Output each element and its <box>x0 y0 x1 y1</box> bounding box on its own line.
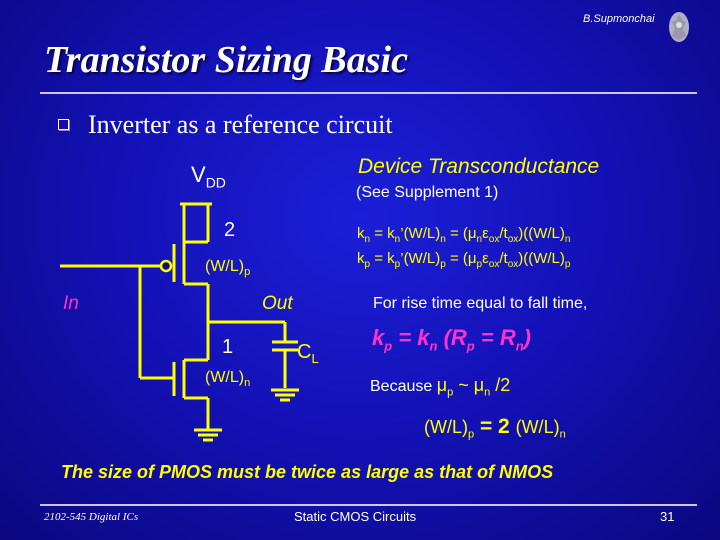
page-number: 31 <box>660 509 675 524</box>
footer-divider <box>40 504 697 506</box>
ground-cap-icon <box>271 388 299 402</box>
kp-equation: kp = kp’(W/L)p = (μpεox/tox)((W/L)p <box>357 250 571 270</box>
kn-equation: kn = kn’(W/L)n = (μnεox/tox)((W/L)n <box>357 225 571 245</box>
pmos-ratio: 2 <box>224 219 236 241</box>
title-divider <box>40 92 697 94</box>
bullet-text: Inverter as a reference circuit <box>88 110 393 139</box>
vdd-label: VDD <box>191 162 226 191</box>
mobility-relation: Because μp ~ μn /2 <box>370 375 511 399</box>
device-subtitle: (See Supplement 1) <box>356 184 499 201</box>
pmos-bubble <box>159 259 173 273</box>
kp-equals-kn: kp = kn (Rp = Rn) <box>372 325 531 354</box>
bullet-square-icon <box>58 119 69 130</box>
nmos-ratio: 1 <box>222 336 234 358</box>
ground-nmos-icon <box>194 428 222 442</box>
nmos-wl-label: (W/L)n <box>205 369 251 390</box>
inverter-schematic <box>60 202 299 442</box>
input-label: In <box>63 293 79 314</box>
load-cap-label: CL <box>297 341 319 366</box>
footer-topic: Static CMOS Circuits <box>294 509 417 524</box>
university-logo-icon <box>669 12 689 42</box>
output-label: Out <box>262 293 293 314</box>
author-label: B.Supmonchai <box>583 13 655 25</box>
wl-relation: (W/L)p = 2 (W/L)n <box>424 415 566 441</box>
conclusion-text: The size of PMOS must be twice as large … <box>61 462 554 482</box>
rise-fall-text: For rise time equal to fall time, <box>373 295 588 312</box>
slide-title: Transistor Sizing Basic <box>44 39 408 81</box>
footer-course: 2102-545 Digital ICs <box>44 511 139 523</box>
device-transconductance-title: Device Transconductance <box>358 155 600 178</box>
pmos-wl-label: (W/L)p <box>205 258 251 279</box>
